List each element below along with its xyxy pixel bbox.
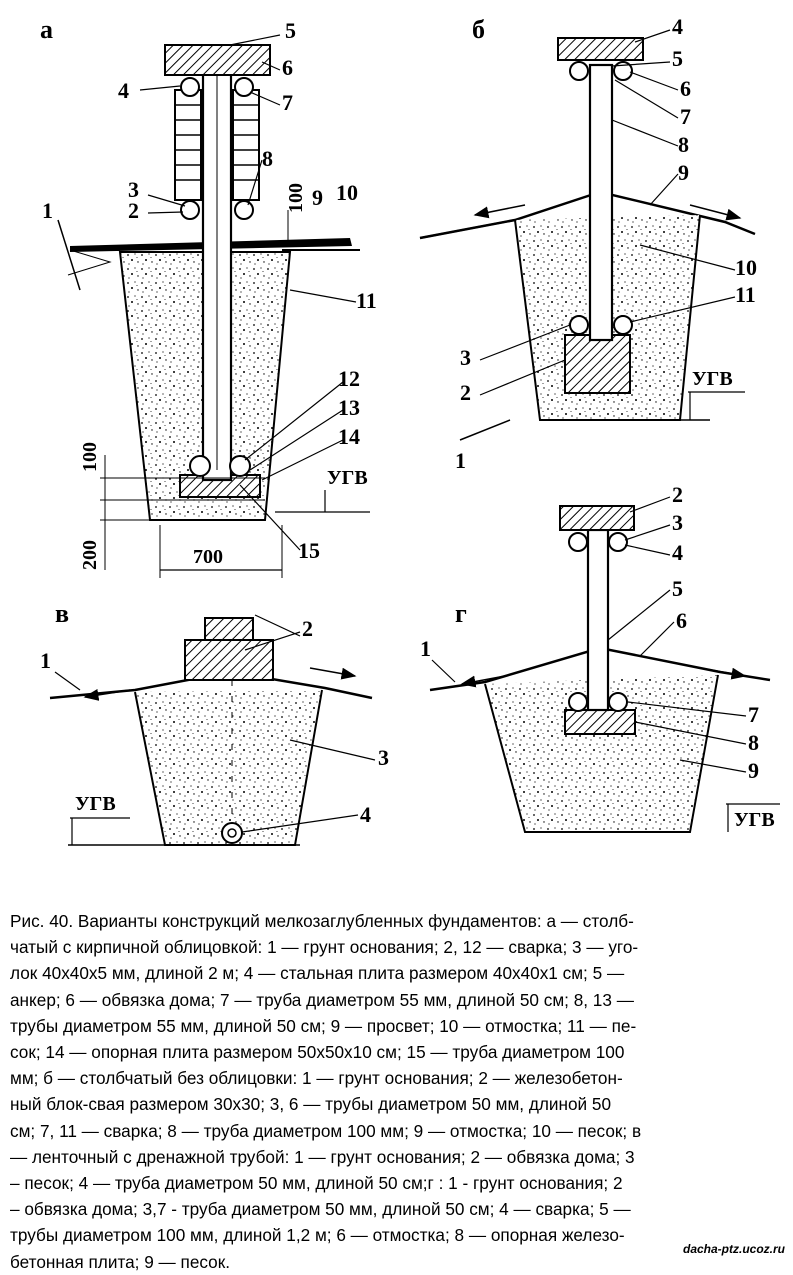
caption-line: трубы диаметром 100 мм, длиной 1,2 м; 6 …	[10, 1225, 625, 1246]
caption-line: — ленточный с дренажной трубой: 1 — грун…	[10, 1146, 635, 1167]
site-watermark: dacha-ptz.ucoz.ru	[682, 1242, 785, 1256]
caption-line: трубы диаметром 55 мм, длиной 50 см; 9 —…	[10, 1015, 637, 1036]
water-table-label-g: УГВ	[734, 809, 775, 831]
callout-b-5: 5	[672, 46, 683, 71]
caption-line: мм; б — столбчатый без облицовки: 1 — гр…	[10, 1068, 623, 1089]
callout-b-10: 10	[735, 255, 757, 280]
callout-v-1: 1	[40, 648, 51, 673]
callout-a-3: 3	[128, 177, 139, 202]
callout-a-13: 13	[338, 395, 360, 420]
callout-b-8: 8	[678, 132, 689, 157]
caption-line: – обвязка дома; 3,7 - труба диаметром 50…	[10, 1199, 631, 1220]
callout-v-4: 4	[360, 802, 371, 827]
callout-g-4: 4	[672, 540, 683, 565]
caption-line: анкер; 6 — обвязка дома; 7 — труба диаме…	[10, 989, 634, 1010]
callout-a-4: 4	[118, 78, 129, 103]
dim-100-a: 100	[79, 442, 101, 472]
callout-g-5: 5	[672, 576, 683, 601]
caption-line: чатый с кирпичной облицовкой: 1 — грунт …	[10, 937, 639, 958]
panel-letter-a: а	[40, 15, 53, 44]
callout-b-4: 4	[672, 14, 683, 39]
callout-g-1: 1	[420, 636, 431, 661]
callout-b-6: 6	[680, 76, 691, 101]
callout-b-2: 2	[460, 380, 471, 405]
callout-a-8: 8	[262, 146, 273, 171]
panel-v: в УГВ 1 2 3 4	[40, 599, 389, 846]
callout-a-14: 14	[338, 424, 360, 449]
water-table-label-v: УГВ	[75, 793, 116, 815]
callout-v-3: 3	[378, 745, 389, 770]
callout-a-11: 11	[356, 288, 377, 313]
panel-letter-b: б	[472, 15, 485, 44]
callout-b-11: 11	[735, 282, 756, 307]
dim-gap-a: 100	[285, 183, 307, 213]
callout-a-7: 7	[282, 90, 293, 115]
caption-line: см; 7, 11 — сварка; 8 — труба диаметром …	[10, 1120, 642, 1141]
dim-200-a: 200	[79, 540, 101, 570]
callout-b-3: 3	[460, 345, 471, 370]
callout-a-10: 10	[336, 180, 358, 205]
panel-letter-v: в	[55, 599, 69, 628]
caption-line: сок; 14 — опорная плита размером 50х50х1…	[10, 1042, 625, 1063]
callout-a-12: 12	[338, 366, 360, 391]
caption-line: бетонная плита; 9 — песок.	[10, 1251, 231, 1272]
callout-a-15: 15	[298, 538, 320, 563]
callout-b-7: 7	[680, 104, 691, 129]
callout-g-3: 3	[672, 510, 683, 535]
callout-g-2: 2	[672, 482, 683, 507]
dim-700-a: 700	[193, 546, 223, 568]
panel-g: г УГВ 1 2 3 4 5 6 7 8 9	[420, 482, 780, 833]
callout-a-5: 5	[285, 18, 296, 43]
callout-g-6: 6	[676, 608, 687, 633]
figure-caption: Рис. 40. Варианты конструкций мелкозаглу…	[10, 908, 782, 1275]
caption-line: лок 40х40х5 мм, длиной 2 м; 4 — стальная…	[10, 963, 625, 984]
callout-g-7: 7	[748, 702, 759, 727]
panel-b: б УГВ 1 2 3 4 5 6 7 8 9 10 11	[419, 14, 757, 473]
callout-b-1: 1	[455, 448, 466, 473]
callout-a-9: 9	[312, 185, 323, 210]
panel-a: а 100 200	[40, 15, 377, 578]
callout-a-2: 2	[128, 198, 139, 223]
caption-line: ный блок-свая размером 30х30; 3, 6 — тру…	[10, 1094, 612, 1115]
water-table-label-a: УГВ	[327, 467, 368, 489]
callout-a-6: 6	[282, 55, 293, 80]
callout-g-8: 8	[748, 730, 759, 755]
callout-g-9: 9	[748, 758, 759, 783]
caption-line: – песок; 4 — труба диаметром 50 мм, длин…	[10, 1173, 623, 1194]
callout-v-2: 2	[302, 616, 313, 641]
callout-a-1: 1	[42, 198, 53, 223]
water-table-label-b: УГВ	[692, 368, 733, 390]
foundation-diagrams: а 100 200	[40, 14, 780, 846]
caption-line: Рис. 40. Варианты конструкций мелкозаглу…	[10, 911, 634, 931]
panel-letter-g: г	[455, 599, 467, 628]
callout-b-9: 9	[678, 160, 689, 185]
